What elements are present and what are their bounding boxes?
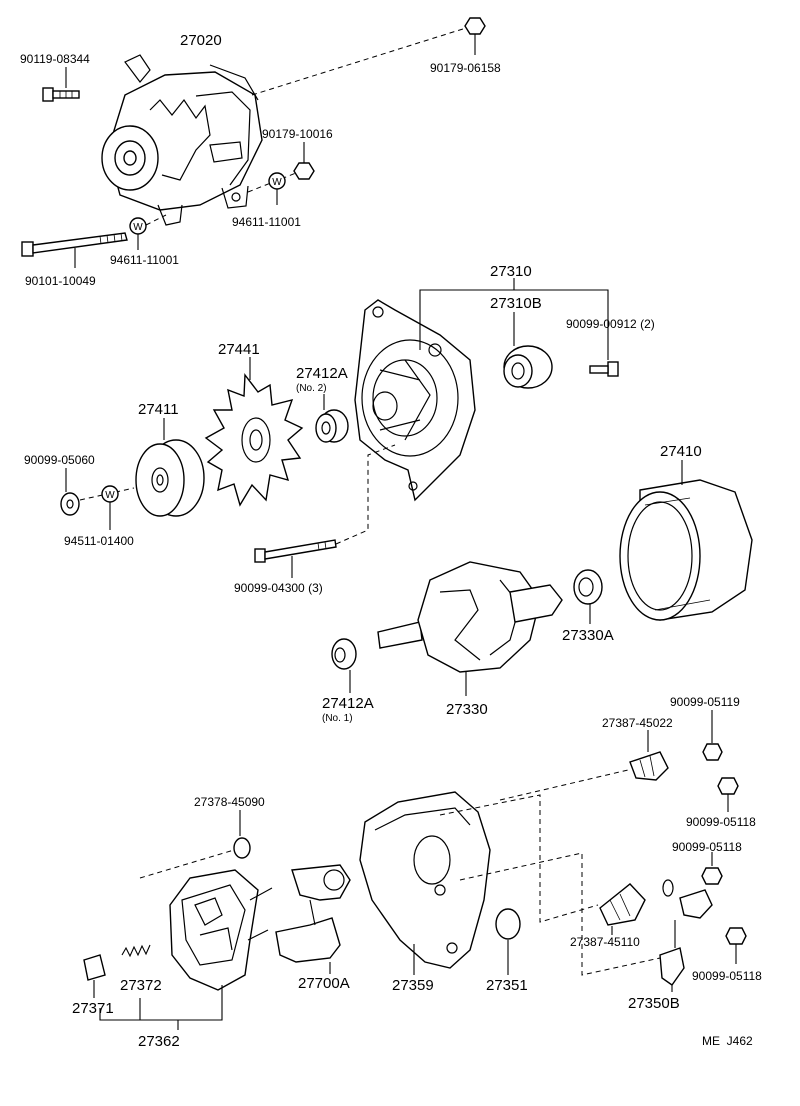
washer-mark: W [133, 222, 143, 233]
label-27330A: 27330A [562, 627, 614, 644]
washer-94511-01400: W [101, 485, 119, 503]
label-90099-05118-b: 90099-05118 [672, 840, 742, 854]
nut-90179-06158 [464, 17, 486, 35]
label-27412A-no2: 27412A [296, 365, 348, 382]
label-90099-05118-c: 90099-05118 [692, 969, 762, 983]
bolt-90119-08344 [42, 87, 80, 102]
label-27387-45022: 27387-45022 [602, 716, 673, 730]
nut-90099-05118-b [701, 867, 723, 885]
nut-90099-05118-a [717, 777, 739, 795]
label-no2: (No. 2) [296, 383, 327, 394]
label-90179-10016: 90179-10016 [262, 127, 333, 141]
label-no1: (No. 1) [322, 713, 353, 724]
label-94611-11001-left: 94611-11001 [110, 253, 179, 267]
terminal-27350B [659, 879, 713, 986]
label-27359: 27359 [392, 977, 434, 994]
collar-27351 [495, 908, 521, 940]
fan-27441 [204, 373, 304, 507]
label-90099-00912: 90099-00912 (2) [566, 317, 655, 331]
spring-27372 [121, 944, 151, 958]
label-90099-05119: 90099-05119 [670, 695, 740, 709]
label-27330: 27330 [446, 701, 488, 718]
insulator-27387-45110 [599, 883, 646, 926]
label-27700A: 27700A [298, 975, 350, 992]
washer-94611-11001-right: W [268, 172, 286, 190]
label-90099-05118-a: 90099-05118 [686, 815, 756, 829]
label-27310B: 27310B [490, 295, 542, 312]
reference-code: ME J462 [702, 1034, 753, 1048]
spacer-27412A-no2 [315, 409, 349, 443]
nut-90179-10016 [293, 162, 315, 180]
label-90119-08344: 90119-08344 [20, 52, 90, 66]
label-94511-01400: 94511-01400 [64, 534, 134, 548]
pulley-27411 [135, 439, 205, 517]
drive-end-frame-27310 [354, 299, 476, 502]
bolt-90101-10049 [21, 232, 128, 257]
bearing-27330A [573, 569, 603, 605]
washer-mark: W [272, 177, 282, 188]
label-27350B: 27350B [628, 995, 680, 1012]
label-27310: 27310 [490, 263, 532, 280]
rotor-27330 [377, 561, 563, 673]
label-27441: 27441 [218, 341, 260, 358]
label-27412A-no1: 27412A [322, 695, 374, 712]
label-27351: 27351 [486, 977, 528, 994]
label-27387-45110: 27387-45110 [570, 935, 640, 949]
spacer-27412A-no1 [331, 638, 357, 670]
alternator-assembly [101, 54, 263, 226]
rectifier-holder-27362 [169, 869, 273, 991]
label-27372: 27372 [120, 977, 162, 994]
stator-27410 [619, 479, 753, 621]
nut-90099-05060 [60, 492, 80, 516]
label-27371: 27371 [72, 1000, 114, 1017]
insulator-27378-45090 [233, 837, 251, 859]
label-27362: 27362 [138, 1033, 180, 1050]
label-27378-45090: 27378-45090 [194, 795, 265, 809]
label-27410: 27410 [660, 443, 702, 460]
label-94611-11001-right: 94611-11001 [232, 215, 301, 229]
label-90179-06158: 90179-06158 [430, 61, 501, 75]
washer-mark: W [105, 490, 115, 501]
label-27411: 27411 [138, 401, 179, 418]
label-90099-04300: 90099-04300 (3) [234, 581, 323, 595]
regulator-27700A [275, 864, 351, 963]
label-90099-05060: 90099-05060 [24, 453, 95, 467]
washer-94611-11001-left: W [129, 217, 147, 235]
through-bolt-90099-04300 [254, 539, 337, 563]
label-27020: 27020 [180, 32, 222, 49]
insulator-27387-45022 [629, 751, 669, 781]
label-90101-10049: 90101-10049 [25, 274, 96, 288]
nut-90099-05118-c [725, 927, 747, 945]
bearing-27310B [503, 345, 553, 389]
screw-90099-00912 [589, 361, 619, 377]
brush-27371 [83, 954, 106, 981]
rear-end-frame-27359 [359, 791, 491, 969]
nut-90099-05119 [702, 743, 723, 761]
